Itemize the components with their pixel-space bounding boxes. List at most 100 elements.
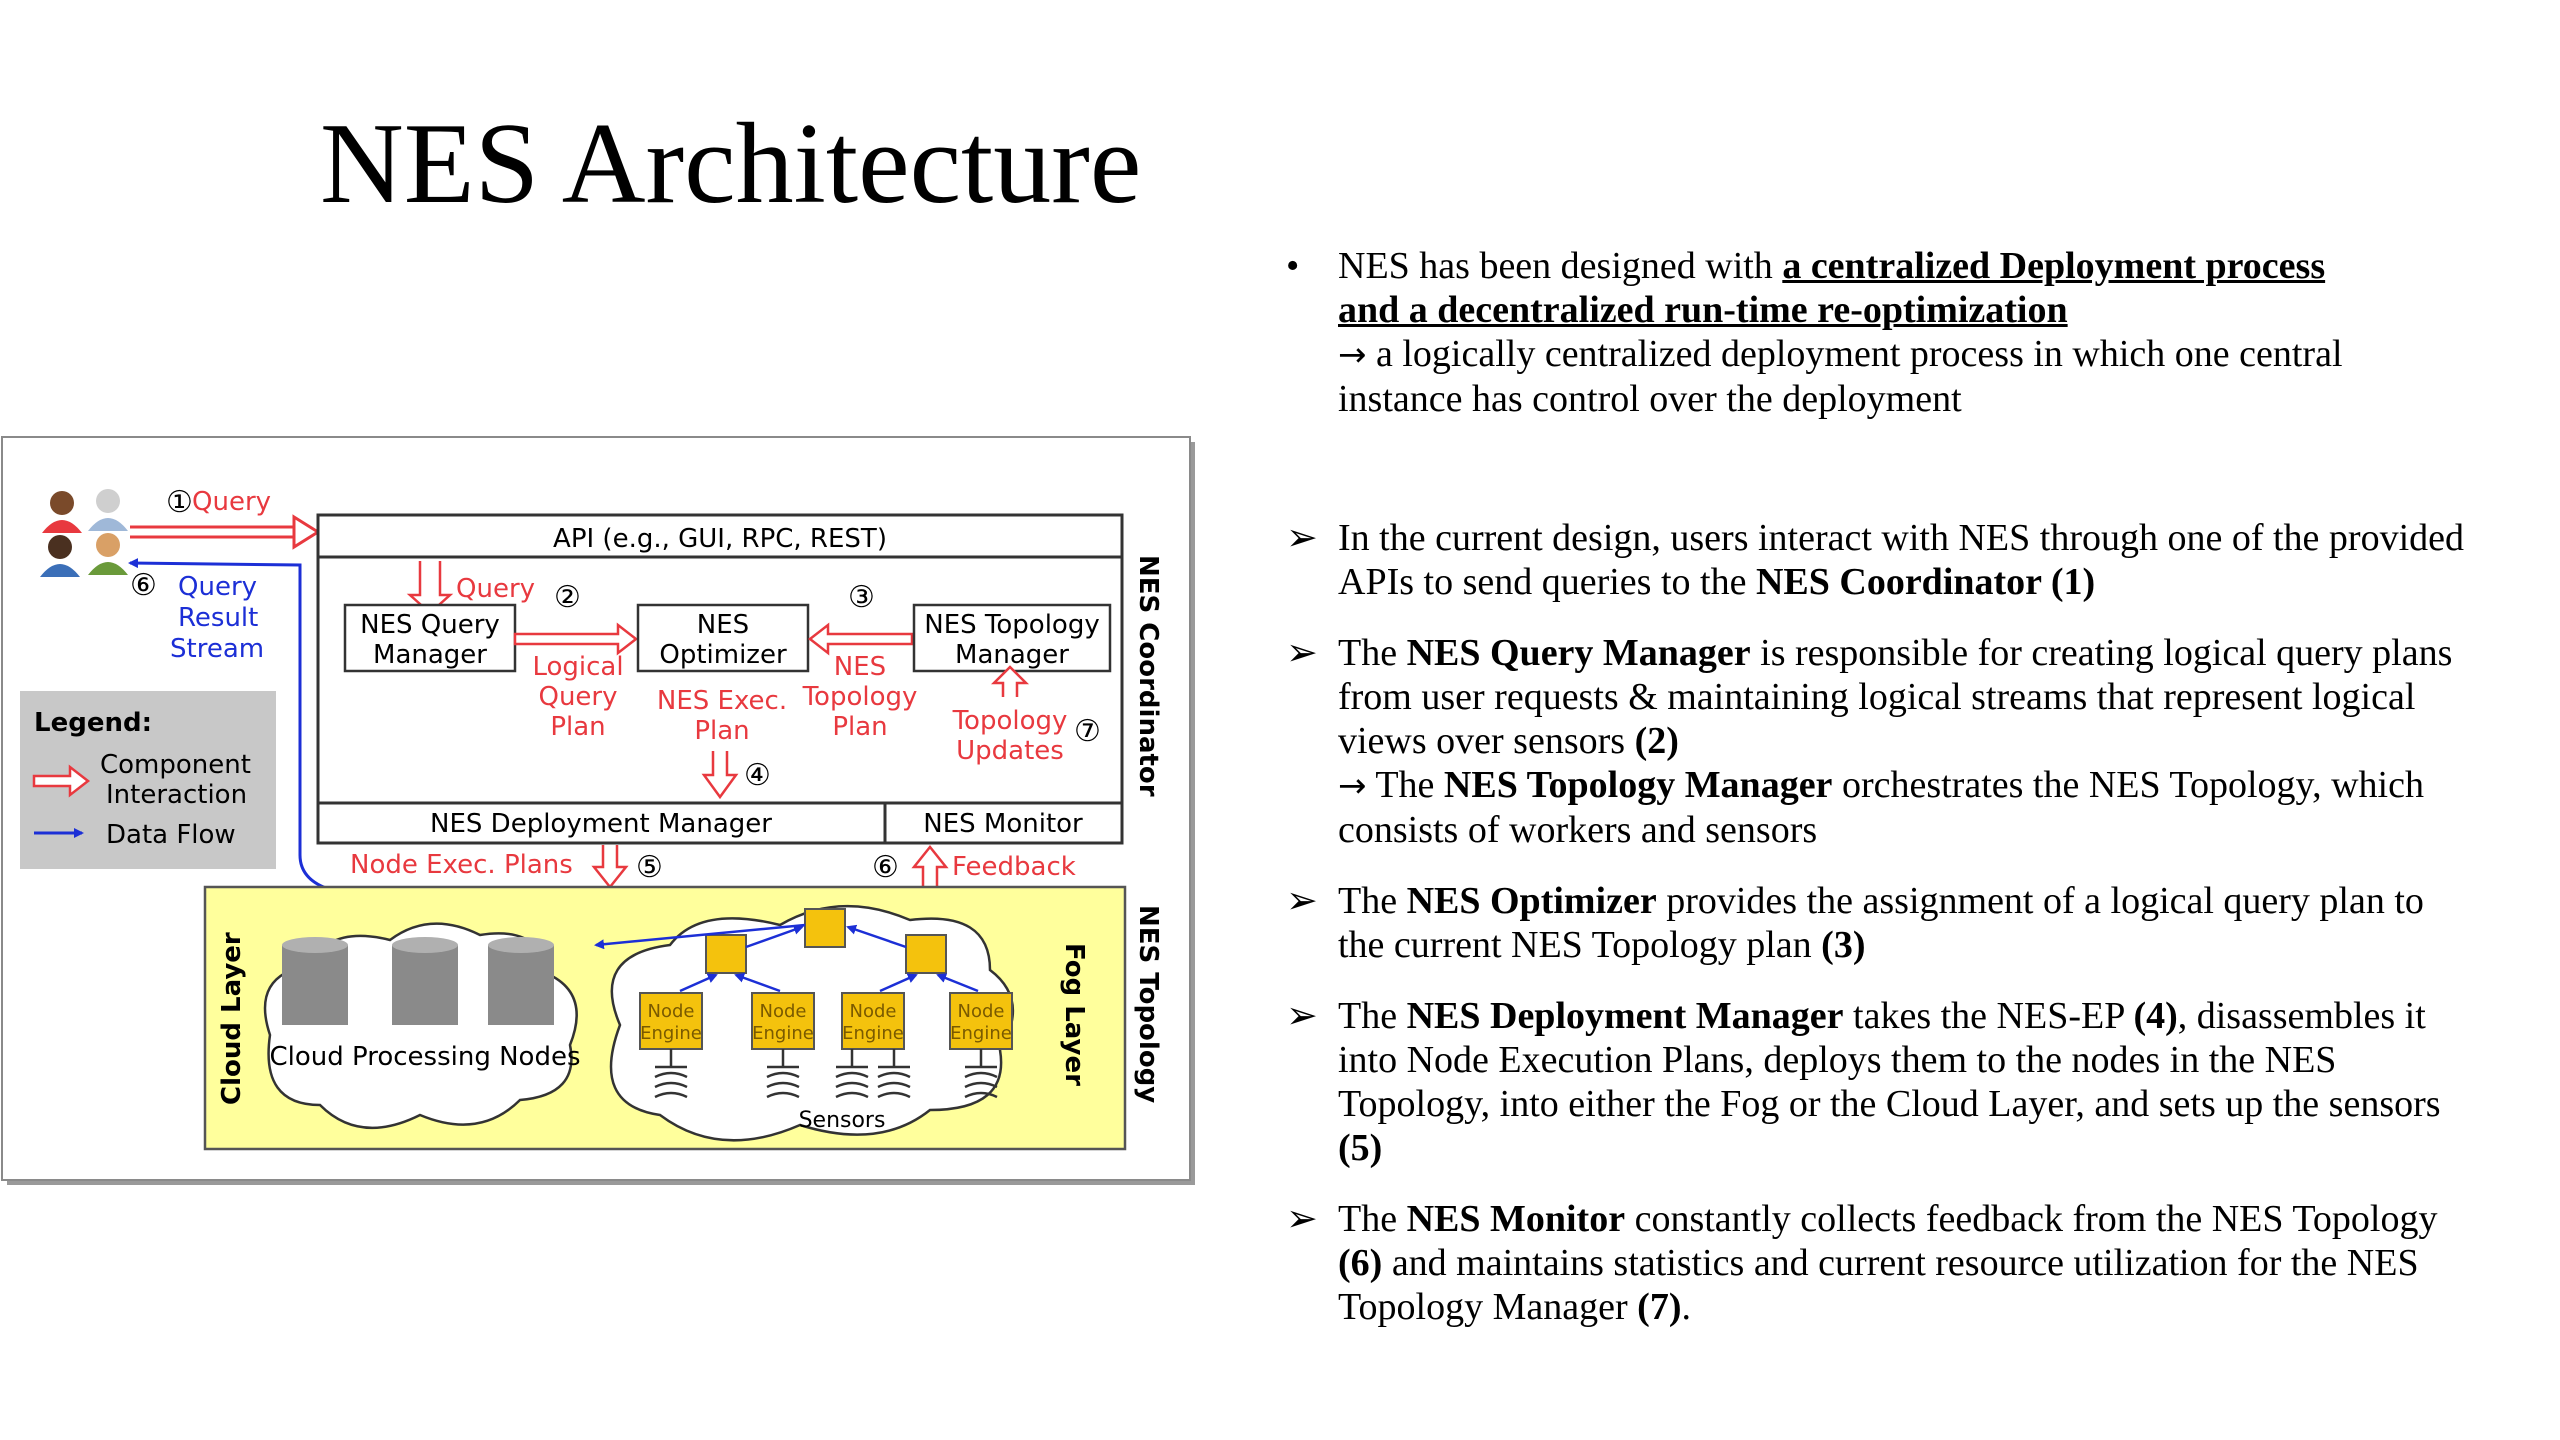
feedback-label: Feedback xyxy=(952,852,1076,882)
arrow-bullet-icon: ➢ xyxy=(1286,516,1330,560)
optimizer-line-1: NES xyxy=(697,610,749,640)
node-engine: Node Engine xyxy=(950,993,1012,1049)
right-arrow-icon: → xyxy=(1338,766,1367,806)
step-7-marker: ⑦ xyxy=(1074,714,1101,749)
legend-data-flow: Data Flow xyxy=(106,820,236,850)
bullet-text: The xyxy=(1338,995,1407,1037)
topology-updates-line-1: Topology xyxy=(952,706,1068,736)
topology-plan-line-1: NES xyxy=(834,652,886,682)
result-line-1: Query xyxy=(178,572,257,602)
logical-plan-line-2: Query xyxy=(538,682,617,712)
topology-manager-line-1: NES Topology xyxy=(924,610,1099,640)
node-engine: Node Engine xyxy=(640,993,702,1049)
step-1-marker: ① xyxy=(166,485,193,520)
topology-plan-line-3: Plan xyxy=(832,712,887,742)
bullet-text: The xyxy=(1367,764,1444,806)
svg-text:Node: Node xyxy=(760,1001,807,1022)
legend-component-line-1: Component xyxy=(100,750,251,780)
bullet-emphasis: (6) xyxy=(1338,1242,1382,1284)
server-icon xyxy=(488,937,554,1025)
result-line-2: Result xyxy=(178,603,258,633)
svg-text:Engine: Engine xyxy=(752,1023,814,1044)
bullet-2: ➢ In the current design, users interact … xyxy=(1286,516,2466,604)
arrow-bullet-icon: ➢ xyxy=(1286,879,1330,923)
svg-text:Node: Node xyxy=(958,1001,1005,1022)
bullet-emphasis: NES Optimizer xyxy=(1407,880,1657,922)
bullet-5: ➢ The NES Deployment Manager takes the N… xyxy=(1286,994,2466,1170)
bullet-4: ➢ The NES Optimizer provides the assignm… xyxy=(1286,879,2466,967)
legend-title: Legend: xyxy=(34,708,152,738)
svg-text:Node: Node xyxy=(850,1001,897,1022)
deployment-manager-label: NES Deployment Manager xyxy=(430,809,772,839)
cloud-processing-nodes-label: Cloud Processing Nodes xyxy=(269,1042,580,1072)
svg-text:Engine: Engine xyxy=(640,1023,702,1044)
exec-plan-line-1: NES Exec. xyxy=(657,686,787,716)
architecture-diagram: ① Query ⑥ Query Result Stream API (e.g.,… xyxy=(0,435,1200,1185)
bullet-text: takes the NES-EP xyxy=(1844,995,2134,1037)
svg-text:Node: Node xyxy=(648,1001,695,1022)
server-icon xyxy=(392,937,458,1025)
step-6-result-marker: ⑥ xyxy=(130,568,157,603)
arrow-bullet-icon: ➢ xyxy=(1286,1197,1330,1241)
step-2-marker: ② xyxy=(554,580,581,615)
bullet-text: The xyxy=(1338,632,1407,674)
query-manager-line-2: Manager xyxy=(373,640,487,670)
bullet-text: constantly collects feedback from the NE… xyxy=(1625,1198,2437,1240)
bullet-emphasis: (4) xyxy=(2133,995,2177,1037)
bullet-emphasis: (3) xyxy=(1821,924,1865,966)
node-engine: Node Engine xyxy=(752,993,814,1049)
node-exec-plans-label: Node Exec. Plans xyxy=(350,850,573,880)
right-arrow-icon: → xyxy=(1338,335,1367,375)
exec-plan-line-2: Plan xyxy=(694,716,749,746)
coordinator-label: NES Coordinator xyxy=(1133,555,1163,797)
fog-layer-label: Fog Layer xyxy=(1059,943,1089,1086)
bullet-emphasis: NES Deployment Manager xyxy=(1407,995,1844,1037)
slide-title: NES Architecture xyxy=(320,98,1141,231)
bullet-1: • NES has been designed with a centraliz… xyxy=(1286,244,2466,421)
fog-node-left xyxy=(706,935,746,973)
step-6-marker: ⑥ xyxy=(872,850,899,885)
fog-node-top xyxy=(805,909,845,947)
query-manager-line-1: NES Query xyxy=(360,610,500,640)
bullet-emphasis: and a decentralized run-time re-optimiza… xyxy=(1338,289,2068,331)
server-icon xyxy=(282,937,348,1025)
bullet-6: ➢ The NES Monitor constantly collects fe… xyxy=(1286,1197,2466,1329)
bullet-marker: • xyxy=(1286,244,1330,288)
api-label: API (e.g., GUI, RPC, REST) xyxy=(553,524,887,554)
bullet-text: The xyxy=(1338,1198,1407,1240)
topology-label: NES Topology xyxy=(1133,905,1163,1103)
bullet-emphasis: (2) xyxy=(1635,720,1679,762)
bullet-emphasis: NES Monitor xyxy=(1407,1198,1626,1240)
svg-text:Engine: Engine xyxy=(842,1023,904,1044)
cloud-layer-label: Cloud Layer xyxy=(217,932,247,1105)
result-line-3: Stream xyxy=(170,634,264,664)
bullet-text: NES has been designed with xyxy=(1338,245,1782,287)
fog-node-right xyxy=(906,935,946,973)
bullet-text: a logically centralized deployment proce… xyxy=(1338,333,2343,420)
node-engine: Node Engine xyxy=(842,993,904,1049)
topology-plan-line-2: Topology xyxy=(802,682,918,712)
query-label: Query xyxy=(192,487,271,517)
inner-query-label: Query xyxy=(456,574,535,604)
step-3-marker: ③ xyxy=(848,580,875,615)
bullet-emphasis: NES Topology Manager xyxy=(1444,764,1833,806)
bullet-emphasis: NES Coordinator (1) xyxy=(1756,561,2095,603)
logical-plan-line-3: Plan xyxy=(550,712,605,742)
sensors-label: Sensors xyxy=(799,1108,886,1133)
legend-component-line-2: Interaction xyxy=(106,780,247,810)
topology-manager-line-2: Manager xyxy=(955,640,1069,670)
topology-updates-line-2: Updates xyxy=(956,736,1064,766)
bullet-emphasis: (7) xyxy=(1637,1286,1681,1328)
optimizer-line-2: Optimizer xyxy=(659,640,787,670)
step-4-marker: ④ xyxy=(744,758,771,793)
bullet-emphasis: (5) xyxy=(1338,1127,1382,1169)
bullet-text: . xyxy=(1681,1286,1691,1328)
monitor-label: NES Monitor xyxy=(923,809,1083,839)
logical-plan-line-1: Logical xyxy=(532,652,623,682)
arrow-bullet-icon: ➢ xyxy=(1286,631,1330,675)
bullet-3: ➢ The NES Query Manager is responsible f… xyxy=(1286,631,2466,852)
bullet-list: • NES has been designed with a centraliz… xyxy=(1286,244,2466,1329)
step-5-marker: ⑤ xyxy=(636,850,663,885)
bullet-text: and maintains statistics and current res… xyxy=(1338,1242,2419,1328)
bullet-text: The xyxy=(1338,880,1407,922)
